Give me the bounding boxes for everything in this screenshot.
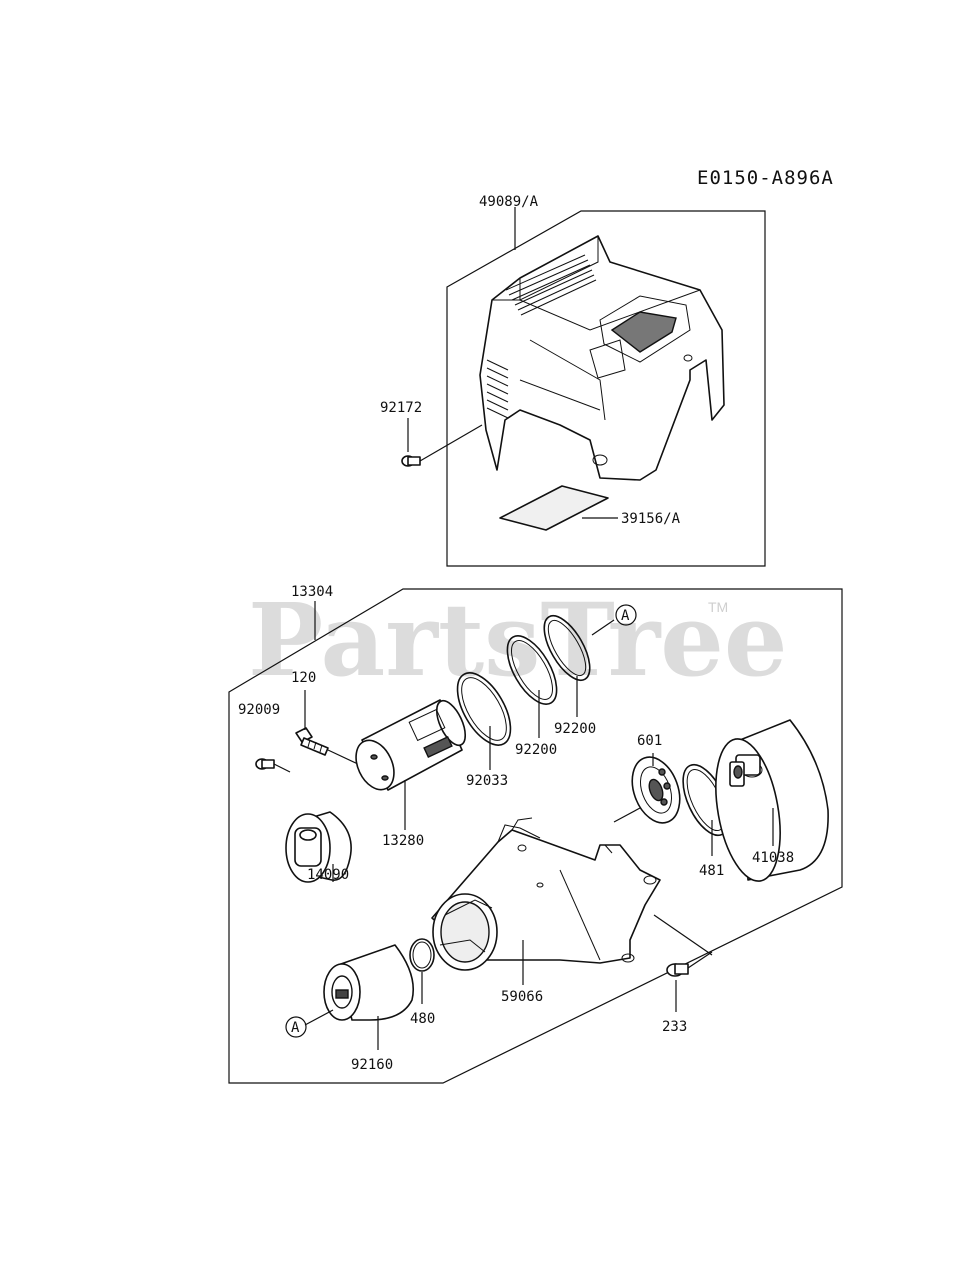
- diagram-code: E0150-A896A: [697, 167, 834, 189]
- label-92033[interactable]: 92033: [466, 773, 508, 789]
- label-92200-top[interactable]: 92200: [554, 721, 596, 737]
- label-41038[interactable]: 41038: [752, 850, 794, 866]
- leader-ref-a-top: [591, 619, 615, 636]
- leader-92009: [273, 763, 291, 773]
- leader-case-to-233: [653, 914, 713, 956]
- leader-bolt: [327, 749, 361, 766]
- label-49089[interactable]: 49089/A: [479, 194, 539, 210]
- gear-case-part[interactable]: [431, 817, 661, 971]
- screw-92009-part[interactable]: [255, 758, 275, 770]
- clutch-92160-part[interactable]: [323, 944, 414, 1021]
- label-481[interactable]: 481: [699, 863, 724, 879]
- reference-marker-a-bottom[interactable]: [285, 1016, 307, 1038]
- label-13304[interactable]: 13304: [291, 584, 333, 600]
- screw-92172-part[interactable]: [401, 455, 421, 467]
- label-92160[interactable]: 92160: [351, 1057, 393, 1073]
- label-14090[interactable]: 14090: [307, 867, 349, 883]
- leader-ref-a-bottom: [304, 1009, 334, 1026]
- label-233[interactable]: 233: [662, 1019, 687, 1035]
- label-13280[interactable]: 13280: [382, 833, 424, 849]
- reference-marker-a-top[interactable]: [615, 604, 637, 626]
- engine-cover-part[interactable]: [479, 235, 725, 481]
- reference-marker-a-top-label: A: [621, 608, 630, 624]
- label-59066[interactable]: 59066: [501, 989, 543, 1005]
- watermark-trademark: TM: [708, 599, 728, 615]
- label-92172[interactable]: 92172: [380, 400, 422, 416]
- label-92009[interactable]: 92009: [238, 702, 280, 718]
- bolt-120-part[interactable]: [295, 727, 329, 756]
- clutch-assembly-frame: [228, 588, 843, 1084]
- label-39156[interactable]: 39156/A: [621, 511, 681, 527]
- leader-bearing-to-case: [613, 807, 641, 823]
- shaft-housing-part[interactable]: [349, 697, 472, 796]
- label-92200-middle[interactable]: 92200: [515, 742, 557, 758]
- cover-assembly-frame: [446, 210, 766, 567]
- label-plate-part[interactable]: [499, 485, 609, 531]
- leader-92172: [419, 424, 483, 462]
- label-601[interactable]: 601: [637, 733, 662, 749]
- screw-233-part[interactable]: [666, 963, 689, 977]
- washer-92200-top-part[interactable]: [535, 609, 599, 687]
- bearing-601-part[interactable]: [624, 751, 689, 830]
- o-ring-480-part[interactable]: [409, 938, 435, 972]
- label-480[interactable]: 480: [410, 1011, 435, 1027]
- washer-92200-middle-part[interactable]: [497, 628, 566, 712]
- label-120[interactable]: 120: [291, 670, 316, 686]
- collar-14090-part[interactable]: [285, 811, 352, 883]
- clutch-drum-part[interactable]: [706, 719, 829, 886]
- reference-marker-a-bottom-label: A: [291, 1020, 300, 1036]
- leader-233-box: [687, 951, 713, 969]
- watermark-text: PartsTree: [248, 581, 788, 699]
- snap-ring-92033-part[interactable]: [447, 664, 522, 753]
